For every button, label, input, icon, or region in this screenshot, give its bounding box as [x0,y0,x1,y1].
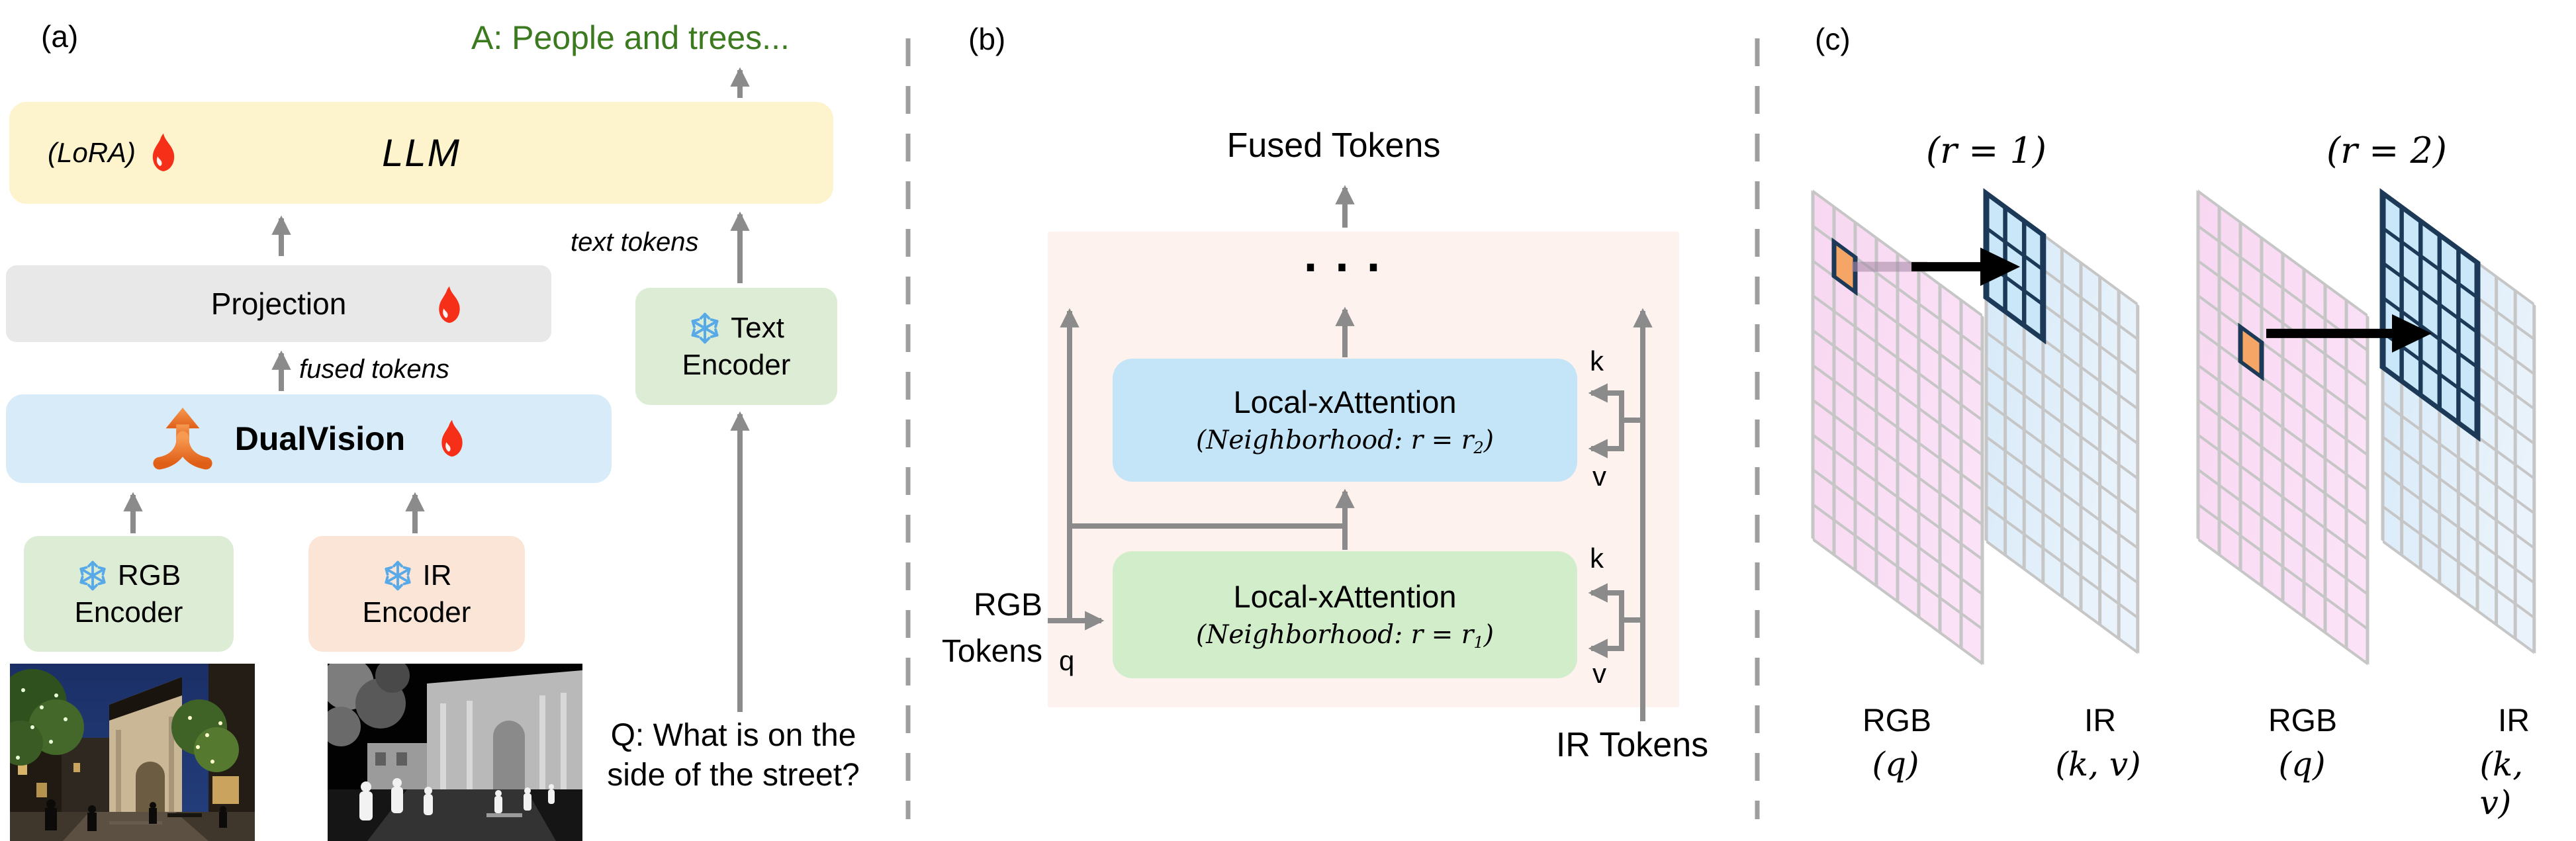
question-text: Q: What is on the side of the street? [581,716,886,795]
ir-encoder-box: IR Encoder [308,536,525,652]
grid-label-rgb-2: RGB [2268,703,2338,738]
projection-box: Projection [6,265,551,342]
grid-sub-kv-1: (k, v) [2055,745,2141,783]
query-cell [2238,322,2264,381]
attention-title: Local-xAttention [1233,578,1457,614]
text-encoder-line2: Encoder [682,348,791,381]
token-grid [2379,188,2536,654]
ir-people [359,778,555,820]
grid-sub-q-1: (q) [1872,745,1919,783]
llm-label: LLM [382,131,461,175]
stack-ellipsis: ... [1297,233,1393,282]
ir-photo [328,664,582,841]
fused-tokens-label: Fused Tokens [1226,126,1441,165]
tree-right [171,699,239,772]
token-grid [1811,189,1984,666]
grid-sub-kv-2: (k, v) [2479,745,2524,822]
ir-encoder-line2: Encoder [362,596,471,629]
grid-label-ir-1: IR [2084,703,2116,738]
rgb-encoder-box: RGB Encoder [24,536,234,652]
grid-label-rgb-1: RGB [1862,703,1932,738]
r1-heading: (r = 1) [1926,130,2047,171]
rgb-photo [10,664,255,841]
dualvision-label: DualVision [234,420,406,457]
query-cell [1831,238,1858,296]
local-xattention-block-r1: Local-xAttention (Neighborhood: r = r1) [1113,551,1577,678]
pedestrians [45,799,227,831]
question-line1: Q: What is on the [610,718,856,753]
ir-tokens-label: IR Tokens [1555,726,1709,764]
rgb-tokens-label: RGB Tokens [941,588,1042,669]
panel-a-label: (a) [41,19,79,54]
token-grid [2196,189,2369,666]
v-label-r1: v [1592,658,1606,689]
tree-left [10,669,84,766]
dualvision-box: DualVision [6,394,612,483]
ir-encoder-line1: IR [422,558,452,592]
k-label-r2: k [1590,345,1604,376]
v-label-r2: v [1592,461,1606,492]
rgb-encoder-line2: Encoder [74,596,183,629]
attend-arrow-r2 [2266,314,2432,353]
attention-subtitle: (Neighborhood: r = r2) [1195,425,1494,457]
local-xattention-block-r2: Local-xAttention (Neighborhood: r = r2) [1113,359,1577,482]
text-tokens-note: text tokens [571,228,699,257]
projection-label: Projection [210,287,347,321]
attention-subtitle: (Neighborhood: r = r1) [1195,619,1494,652]
panel-c-label: (c) [1815,22,1851,56]
grid-sub-q-2: (q) [2278,745,2326,783]
ir-tree [328,664,410,746]
rgb-encoder-line1: RGB [117,558,181,592]
lora-wrap: (LoRA) [48,102,181,204]
grid-label-ir-2: IR [2498,703,2530,738]
lora-label: (LoRA) [48,137,136,168]
text-encoder-line1: Text [731,311,784,344]
r2-heading: (r = 2) [2326,130,2447,171]
fused-tokens-note: fused tokens [299,355,449,384]
question-line2: side of the street? [607,758,860,793]
answer-text: A: People and trees... [471,19,790,56]
attend-arrow-r1 [1852,247,2020,287]
k-label-r1: k [1590,543,1604,574]
q-label: q [1059,645,1075,676]
attention-title: Local-xAttention [1233,384,1457,420]
text-encoder-box: Text Encoder [635,288,837,405]
panel-b-label: (b) [968,22,1006,56]
llm-box: (LoRA) LLM [9,102,833,204]
